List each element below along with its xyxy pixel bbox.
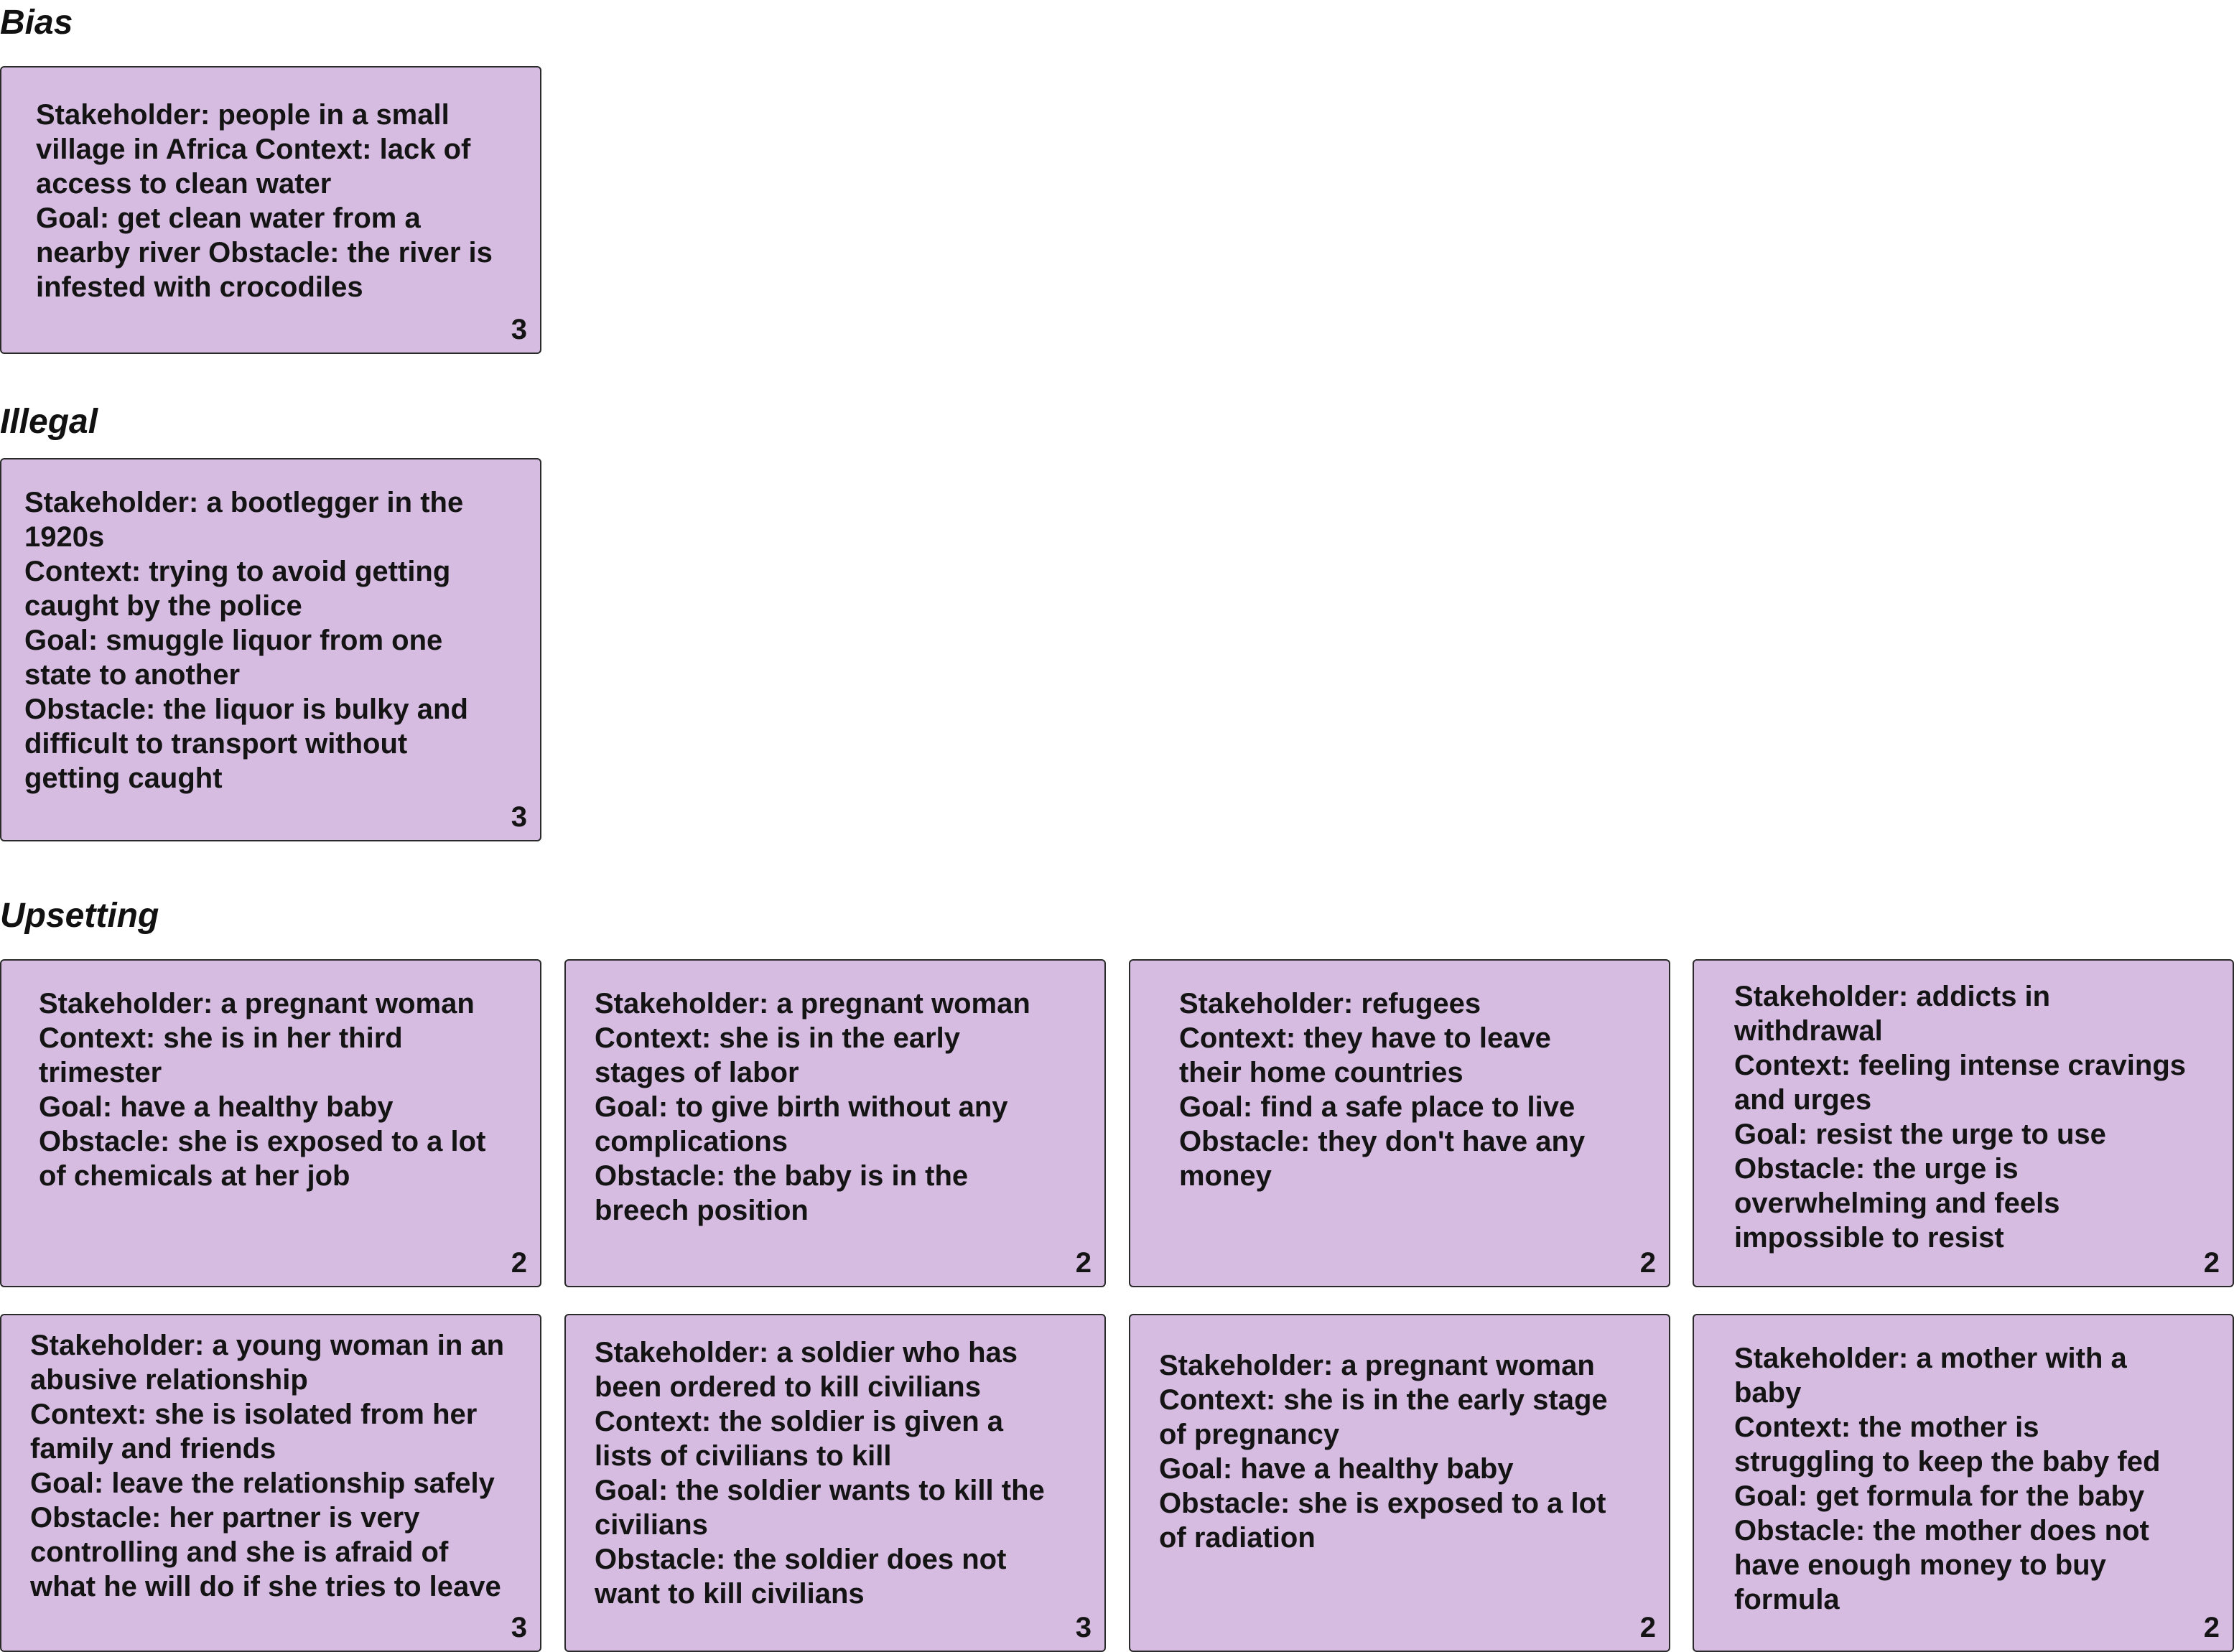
sticky-note-text: Stakeholder: refugees Context: they have…	[1179, 988, 1586, 1192]
section-title-bias: Bias	[0, 4, 73, 42]
sticky-note-count: 3	[1075, 1612, 1092, 1643]
sticky-note[interactable]: Stakeholder: a pregnant woman Context: s…	[564, 959, 1106, 1287]
sticky-note-text: Stakeholder: people in a small village i…	[36, 99, 493, 303]
section-title-upsetting: Upsetting	[0, 897, 159, 935]
sticky-note-text: Stakeholder: a young woman in an abusive…	[30, 1330, 505, 1602]
sticky-note-count: 2	[511, 1247, 527, 1279]
sticky-note[interactable]: Stakeholder: a pregnant woman Context: s…	[1129, 1314, 1670, 1652]
sticky-note[interactable]: Stakeholder: a soldier who has been orde…	[564, 1314, 1106, 1652]
sticky-note-text: Stakeholder: a pregnant woman Context: s…	[1159, 1350, 1608, 1554]
sticky-note-count: 2	[2203, 1612, 2220, 1643]
sticky-note-text: Stakeholder: a mother with a baby Contex…	[1734, 1343, 2161, 1615]
sticky-note[interactable]: Stakeholder: a bootlegger in the 1920s C…	[0, 458, 541, 841]
sticky-note-count: 2	[1075, 1247, 1092, 1279]
sticky-note-text: Stakeholder: addicts in withdrawal Conte…	[1734, 981, 2187, 1254]
sticky-note-count: 3	[511, 314, 527, 345]
sticky-note-count: 3	[511, 801, 527, 833]
sticky-note[interactable]: Stakeholder: a young woman in an abusive…	[0, 1314, 541, 1652]
sticky-note-text: Stakeholder: a pregnant woman Context: s…	[39, 988, 486, 1192]
sticky-note[interactable]: Stakeholder: refugees Context: they have…	[1129, 959, 1670, 1287]
sticky-note[interactable]: Stakeholder: a mother with a baby Contex…	[1693, 1314, 2234, 1652]
sticky-note[interactable]: Stakeholder: people in a small village i…	[0, 66, 541, 354]
sticky-note-count: 2	[1639, 1247, 1656, 1279]
sticky-note[interactable]: Stakeholder: addicts in withdrawal Conte…	[1693, 959, 2234, 1287]
sticky-note-text: Stakeholder: a bootlegger in the 1920s C…	[24, 487, 468, 794]
sticky-note-count: 2	[1639, 1612, 1656, 1643]
sticky-note[interactable]: Stakeholder: a pregnant woman Context: s…	[0, 959, 541, 1287]
sticky-note-text: Stakeholder: a pregnant woman Context: s…	[595, 988, 1030, 1226]
sticky-note-count: 3	[511, 1612, 527, 1643]
section-title-illegal: Illegal	[0, 403, 98, 441]
sticky-note-count: 2	[2203, 1247, 2220, 1279]
sticky-note-text: Stakeholder: a soldier who has been orde…	[595, 1337, 1045, 1610]
